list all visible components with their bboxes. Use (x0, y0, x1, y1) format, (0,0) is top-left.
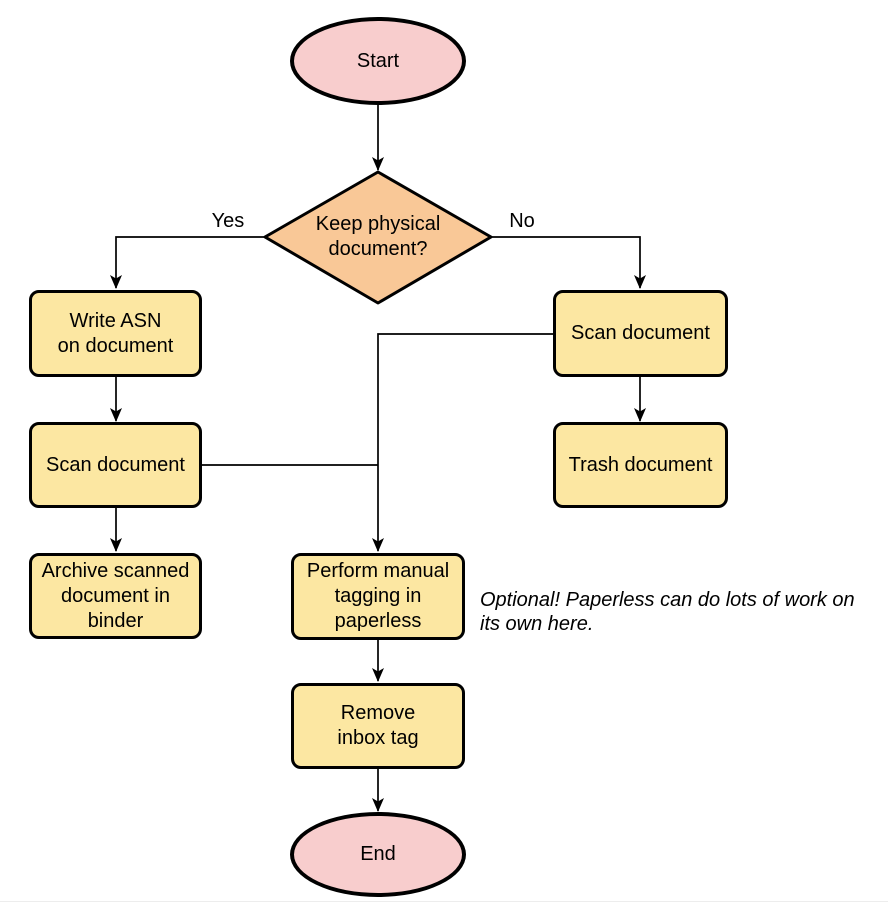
edge-decision-no (491, 236, 646, 289)
tagging-label: Perform manual tagging in paperless (306, 560, 450, 632)
note-text: Optional! Paperless can do lots of work … (480, 589, 855, 635)
archive-node: Archive scanned document in binder (29, 553, 202, 639)
start-node: Start (290, 17, 466, 105)
trash-node: Trash document (553, 422, 728, 508)
end-label: End (360, 843, 396, 865)
write-asn-label: Write ASN on document (57, 309, 174, 357)
remove-inbox-node: Remove inbox tag (291, 683, 465, 769)
scan-document-left-node: Scan document (29, 422, 202, 508)
scan-document-right-label: Scan document (571, 322, 710, 344)
remove-inbox-label: Remove inbox tag (337, 702, 419, 749)
scan-document-right-node: Scan document (553, 290, 728, 377)
scan-document-left-label: Scan document (46, 453, 185, 476)
edge-label-no: No (509, 210, 535, 232)
start-label: Start (356, 49, 400, 72)
edge-scanright-to-tagging (372, 333, 553, 552)
trash-label: Trash document (568, 453, 713, 476)
edge-decision-yes (110, 236, 265, 289)
decision-label: Keep physical document? (315, 213, 441, 260)
edge-label-yes: Yes (211, 210, 245, 232)
end-node: End (290, 812, 466, 897)
write-asn-node: Write ASN on document (29, 290, 202, 377)
bottom-divider (0, 901, 888, 902)
decision-node-shape (263, 170, 493, 305)
archive-label: Archive scanned document in binder (41, 559, 190, 632)
tagging-node: Perform manual tagging in paperless (291, 553, 465, 640)
